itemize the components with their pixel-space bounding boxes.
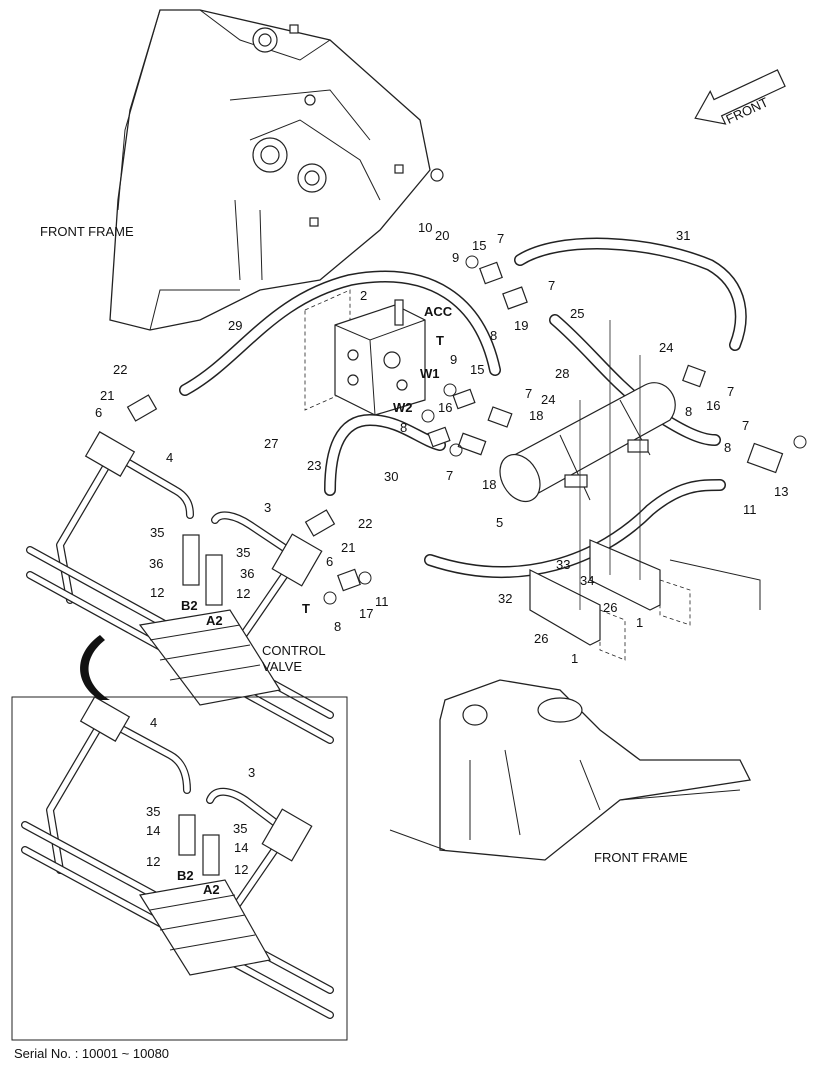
valve-block [304, 289, 426, 416]
callout-c7a: 7 [497, 231, 504, 246]
mounting-brackets [529, 320, 691, 661]
callout-c17: 17 [359, 606, 373, 621]
callout-c8e: 8 [334, 619, 341, 634]
callout-c2: 2 [360, 288, 367, 303]
callout-c6b: 6 [326, 554, 333, 569]
callout-c9b: 9 [450, 352, 457, 367]
callout-c36b: 36 [240, 566, 254, 581]
control-valve-label-2: VALVE [262, 659, 302, 674]
inset-port-a2-label: A2 [203, 882, 220, 897]
callout-c3b: 3 [248, 765, 255, 780]
port-a2-label: A2 [206, 613, 223, 628]
hoses [179, 237, 747, 578]
callout-c22b: 22 [358, 516, 372, 531]
callout-c32: 32 [498, 591, 512, 606]
callout-c33: 33 [556, 557, 570, 572]
front-frame-top-label: FRONT FRAME [40, 224, 134, 239]
callout-c27: 27 [264, 436, 278, 451]
callout-c8a: 8 [490, 328, 497, 343]
callout-c11a: 11 [743, 502, 757, 517]
callout-c16b: 16 [438, 400, 452, 415]
callout-c35a: 35 [150, 525, 164, 540]
callout-c34: 34 [580, 573, 594, 588]
callout-c23: 23 [307, 458, 321, 473]
front-frame-bottom-drawing [389, 559, 761, 861]
port-w1-label: W1 [420, 366, 440, 381]
callout-c30: 30 [384, 469, 398, 484]
port-t-bottom-label: T [302, 601, 310, 616]
callout-c7f: 7 [446, 468, 453, 483]
callout-c35b: 35 [236, 545, 250, 560]
callout-c29: 29 [228, 318, 242, 333]
callout-c1a: 1 [636, 615, 643, 630]
callout-c31: 31 [676, 228, 690, 243]
callout-c9a: 9 [452, 250, 459, 265]
callout-c3a: 3 [264, 500, 271, 515]
callout-c21a: 21 [100, 388, 114, 403]
callout-c8b: 8 [685, 404, 692, 419]
port-b2-label: B2 [181, 598, 198, 613]
front-frame-top-drawing [109, 9, 444, 331]
callout-c10: 10 [418, 220, 432, 235]
accumulator [499, 382, 676, 503]
callout-c25: 25 [570, 306, 584, 321]
callout-c28: 28 [555, 366, 569, 381]
callout-c7e: 7 [742, 418, 749, 433]
callout-c7c: 7 [727, 384, 734, 399]
callout-c36a: 36 [149, 556, 163, 571]
control-valve-label-1: CONTROL [262, 643, 326, 658]
callout-c7b: 7 [548, 278, 555, 293]
callout-c6a: 6 [95, 405, 102, 420]
callout-c16a: 16 [706, 398, 720, 413]
callout-c22a: 22 [113, 362, 127, 377]
callout-c13: 13 [774, 484, 788, 499]
callout-c35d: 35 [233, 821, 247, 836]
front-frame-bottom-label: FRONT FRAME [594, 850, 688, 865]
callout-c4a: 4 [166, 450, 173, 465]
callout-c20: 20 [435, 228, 449, 243]
callout-c1b: 1 [571, 651, 578, 666]
callout-c24a: 24 [659, 340, 673, 355]
callout-c12c: 12 [146, 854, 160, 869]
callout-c24b: 24 [541, 392, 555, 407]
front-direction-arrow [694, 69, 786, 125]
port-acc-label: ACC [424, 304, 453, 319]
callout-c12d: 12 [234, 862, 248, 877]
port-t-top-label: T [436, 333, 444, 348]
callout-c11b: 11 [375, 594, 389, 609]
callout-numbers: 10 20 15 7 31 9 2 7 19 8 25 29 24 28 9 1… [95, 220, 788, 877]
callout-c5: 5 [496, 515, 503, 530]
callout-c12b: 12 [236, 586, 250, 601]
callout-c18a: 18 [529, 408, 543, 423]
callout-c7d: 7 [525, 386, 532, 401]
port-w2-label: W2 [393, 400, 413, 415]
callout-c15a: 15 [472, 238, 486, 253]
callout-c14b: 14 [234, 840, 248, 855]
callout-c21b: 21 [341, 540, 355, 555]
callout-c26a: 26 [603, 600, 617, 615]
callout-c8d: 8 [724, 440, 731, 455]
callout-c8c: 8 [400, 420, 407, 435]
callout-c18b: 18 [482, 477, 496, 492]
callout-c19: 19 [514, 318, 528, 333]
pipes-main [26, 431, 334, 744]
callout-c14a: 14 [146, 823, 160, 838]
inset-port-b2-label: B2 [177, 868, 194, 883]
serial-number: Serial No. : 10001 ~ 10080 [14, 1046, 170, 1061]
callout-c35c: 35 [146, 804, 160, 819]
callout-c15b: 15 [470, 362, 484, 377]
fittings [126, 255, 807, 605]
inset-detail [11, 696, 348, 1041]
callout-c26b: 26 [534, 631, 548, 646]
callout-c12a: 12 [150, 585, 164, 600]
callout-c4b: 4 [150, 715, 157, 730]
inset-pointer-arrow [80, 635, 110, 700]
